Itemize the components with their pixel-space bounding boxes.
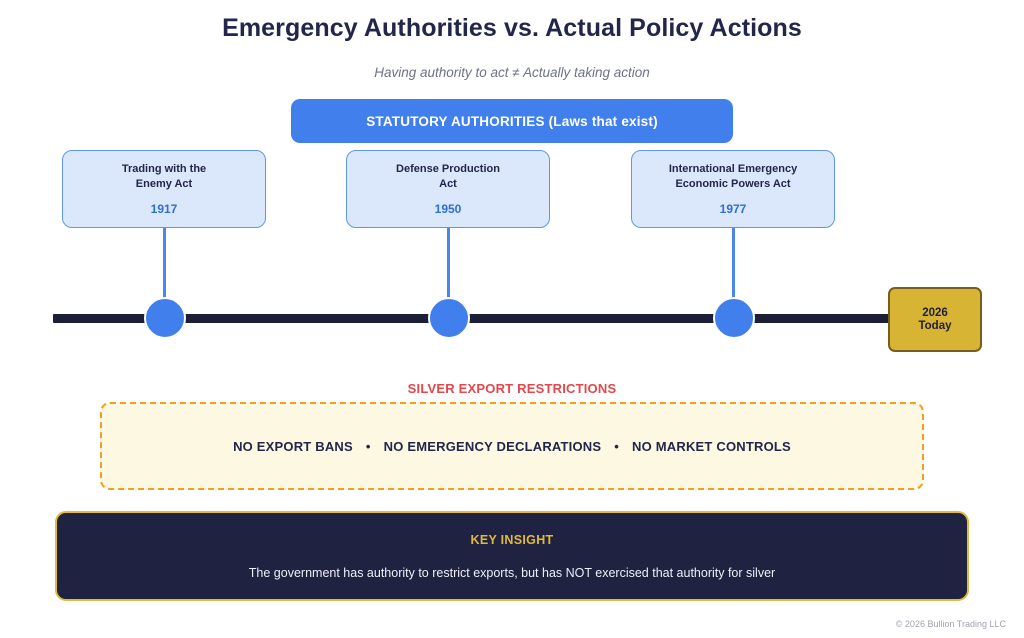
- statutory-authorities-banner: STATUTORY AUTHORITIES (Laws that exist): [291, 99, 733, 143]
- statutory-authorities-banner-label: STATUTORY AUTHORITIES (Laws that exist): [366, 113, 658, 129]
- law-card-year: 1950: [434, 201, 462, 216]
- key-insight-body: The government has authority to restrict…: [248, 565, 776, 580]
- law-card-name: Trading with the Enemy Act: [114, 162, 214, 191]
- restriction-item-no-export-bans: NO EXPORT BANS: [233, 438, 353, 454]
- timeline-connector-1950: [447, 228, 450, 310]
- law-card-name-line1: International Emergency: [668, 163, 798, 176]
- footer-credit: © 2026 Bullion Trading LLC: [895, 619, 1006, 629]
- timeline-today-marker: 2026 Today: [888, 287, 982, 352]
- timeline-node-1950: [428, 297, 470, 339]
- law-card-name: Defense Production Act: [388, 162, 508, 191]
- restrictions-heading: SILVER EXPORT RESTRICTIONS: [407, 381, 617, 396]
- today-marker-year: 2026: [922, 306, 948, 319]
- timeline-connector-1917: [163, 228, 166, 310]
- law-card-name-line2: Economic Powers Act: [675, 178, 791, 190]
- timeline-axis: [53, 314, 966, 323]
- key-insight-box: KEY INSIGHT The government has authority…: [55, 511, 969, 601]
- restrictions-box: NO EXPORT BANS • NO EMERGENCY DECLARATIO…: [100, 402, 924, 490]
- page-title: Emergency Authorities vs. Actual Policy …: [222, 14, 802, 42]
- law-card-year: 1977: [719, 201, 747, 216]
- restriction-separator: •: [614, 438, 620, 454]
- page-subtitle: Having authority to act ≠ Actually takin…: [374, 65, 650, 80]
- law-card-name-line2: Enemy Act: [135, 178, 193, 190]
- key-insight-title: KEY INSIGHT: [470, 532, 554, 547]
- restriction-item-no-market-controls: NO MARKET CONTROLS: [632, 438, 791, 454]
- law-card-year: 1917: [150, 201, 178, 216]
- law-card-name-line1: Trading with the: [121, 163, 207, 176]
- law-card-name: International Emergency Economic Powers …: [661, 162, 805, 191]
- today-marker-label: Today: [918, 319, 952, 332]
- timeline-node-1917: [144, 297, 186, 339]
- law-card-name-line1: Defense Production: [396, 163, 500, 176]
- timeline-connector-1977: [732, 228, 735, 310]
- law-card-international-emergency-economic-powers-act: International Emergency Economic Powers …: [631, 150, 835, 228]
- restrictions-list: NO EXPORT BANS • NO EMERGENCY DECLARATIO…: [233, 439, 791, 454]
- law-card-name-line2: Act: [439, 178, 457, 190]
- timeline-node-1977: [713, 297, 755, 339]
- restriction-separator: •: [365, 438, 371, 454]
- law-card-trading-with-the-enemy-act: Trading with the Enemy Act 1917: [62, 150, 266, 228]
- restriction-item-no-emergency-declarations: NO EMERGENCY DECLARATIONS: [383, 438, 602, 454]
- law-card-defense-production-act: Defense Production Act 1950: [346, 150, 550, 228]
